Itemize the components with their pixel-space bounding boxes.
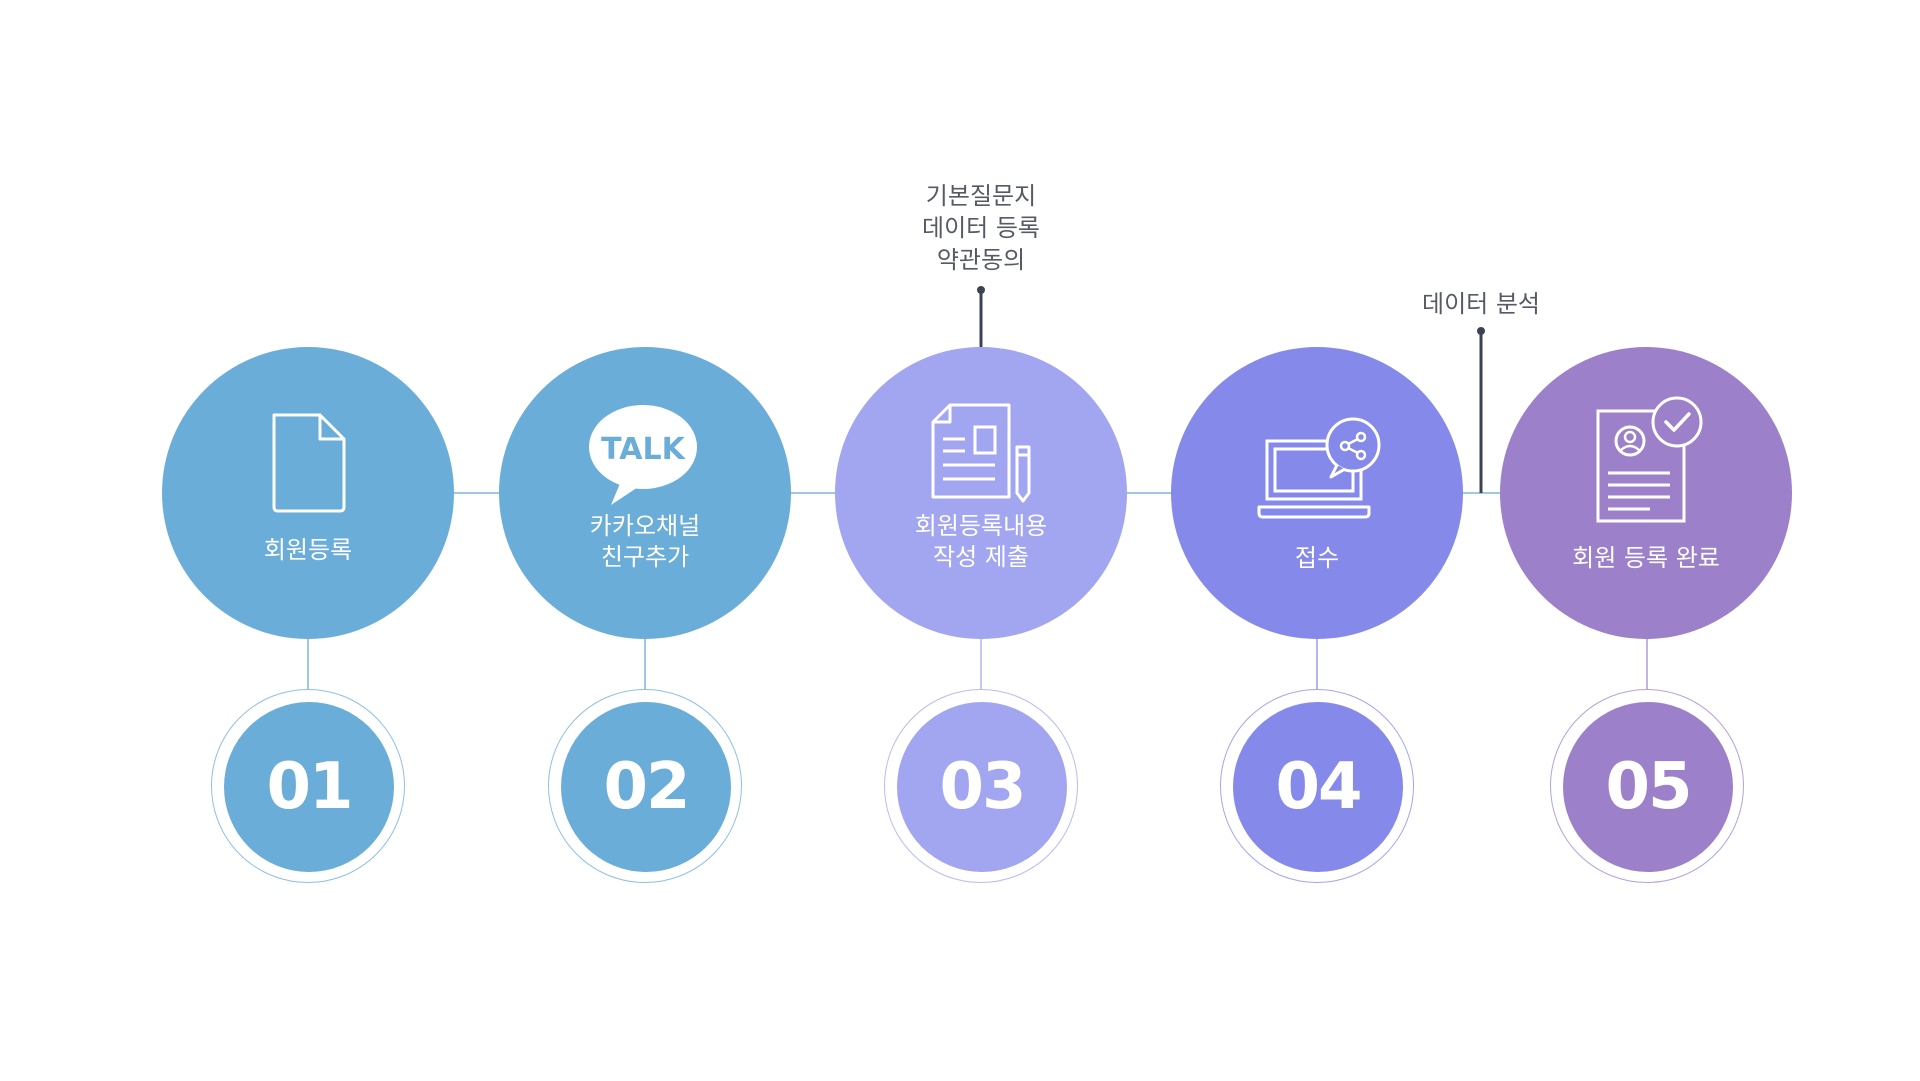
step-label-3: 회원등록내용 작성 제출	[914, 512, 1048, 571]
annotation-step-4-5: 데이터 분석	[1421, 290, 1541, 318]
step-label-1: 회원등록	[263, 536, 353, 564]
step-circle-2: TALK 카카오채널 친구추가	[499, 347, 791, 639]
step-number-badge-3: 03	[884, 689, 1078, 883]
step-circle-4: 접수	[1171, 347, 1463, 639]
step-number-4: 04	[1275, 750, 1362, 824]
step-label-2: 카카오채널 친구추가	[589, 512, 701, 571]
annotation-pointer-2-dot	[1477, 327, 1485, 335]
step-number-badge-2: 02	[548, 689, 742, 883]
step-circle-3: 회원등록내용 작성 제출	[835, 347, 1127, 639]
step-number-2: 02	[603, 750, 690, 824]
talk-text: TALK	[601, 432, 686, 467]
kakao-talk-icon: TALK	[589, 405, 697, 505]
step-number-badge-1: 01	[211, 689, 405, 883]
step-number-5: 05	[1605, 750, 1692, 824]
step-number-badge-5: 05	[1550, 689, 1744, 883]
laptop-share-icon	[1257, 417, 1381, 519]
document-icon	[272, 413, 346, 513]
profile-document-check-icon	[1596, 396, 1703, 523]
step-number-badge-4: 04	[1220, 689, 1414, 883]
step-number-1: 01	[266, 750, 353, 824]
form-pencil-icon	[931, 403, 1031, 503]
annotation-step-3: 기본질문지 데이터 등록 약관동의	[921, 182, 1041, 274]
annotation-pointer-1-dot	[977, 286, 985, 294]
step-label-5: 회원 등록 완료	[1572, 544, 1720, 572]
step-circle-1: 회원등록	[162, 347, 454, 639]
step-label-4: 접수	[1294, 544, 1340, 572]
step-circle-5: 회원 등록 완료	[1500, 347, 1792, 639]
step-number-3: 03	[939, 750, 1026, 824]
